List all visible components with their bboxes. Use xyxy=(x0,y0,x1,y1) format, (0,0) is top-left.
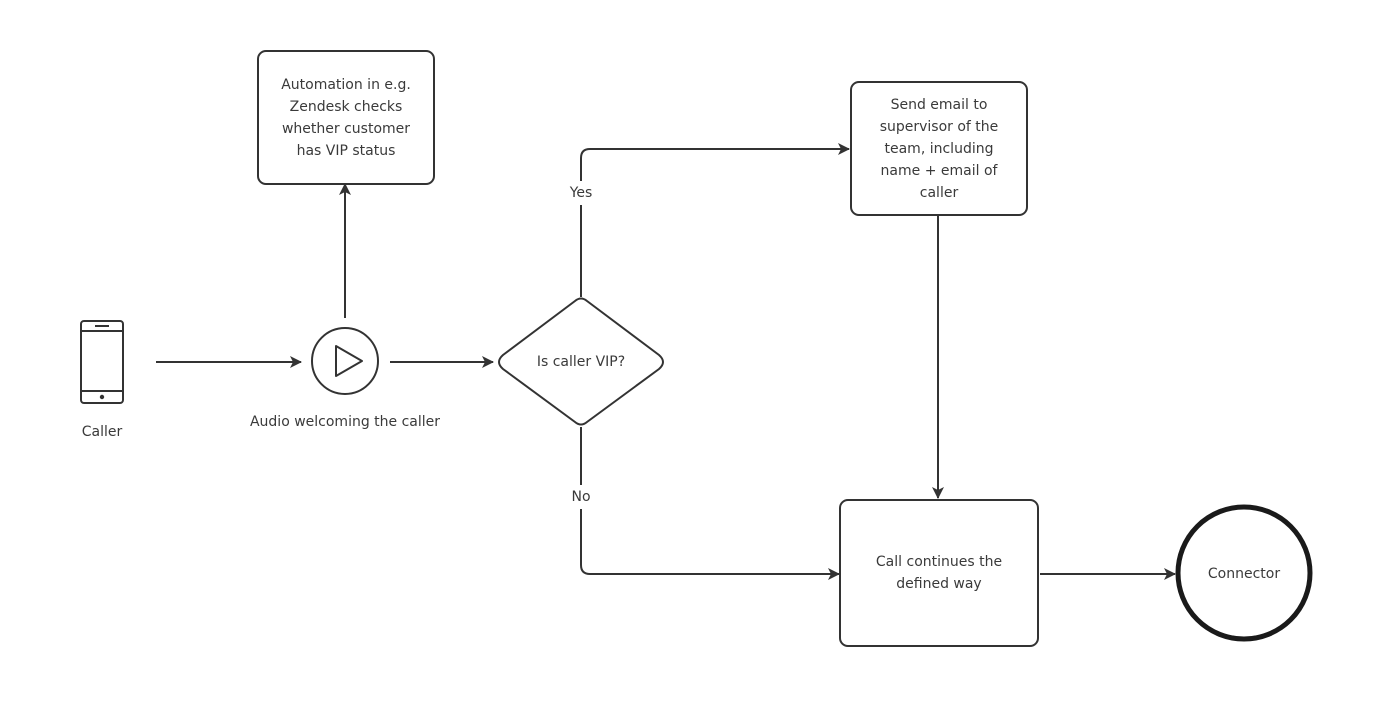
no-label: No xyxy=(563,485,599,509)
email-label: Send email to supervisor of the team, in… xyxy=(879,97,999,201)
call-continues-box xyxy=(839,499,1039,647)
decision-diamond xyxy=(498,297,664,426)
connector-circle xyxy=(1175,504,1313,642)
automation-box xyxy=(257,50,435,185)
decision-label: Is caller VIP? xyxy=(536,354,626,370)
automation-label: Automation in e.g. Zendesk checks whethe… xyxy=(281,77,411,159)
call-continues-label: Call continues the defined way xyxy=(875,554,1003,592)
smartphone-icon xyxy=(80,320,124,404)
edge-yes-to-email xyxy=(580,143,850,297)
play-icon xyxy=(311,327,379,395)
caller-label: Caller xyxy=(81,424,123,440)
connector-label: Connector xyxy=(1207,566,1281,582)
email-box xyxy=(850,81,1028,216)
audio-label: Audio welcoming the caller xyxy=(249,414,441,430)
edge-no-to-continue xyxy=(580,427,840,580)
yes-label: Yes xyxy=(559,181,603,205)
